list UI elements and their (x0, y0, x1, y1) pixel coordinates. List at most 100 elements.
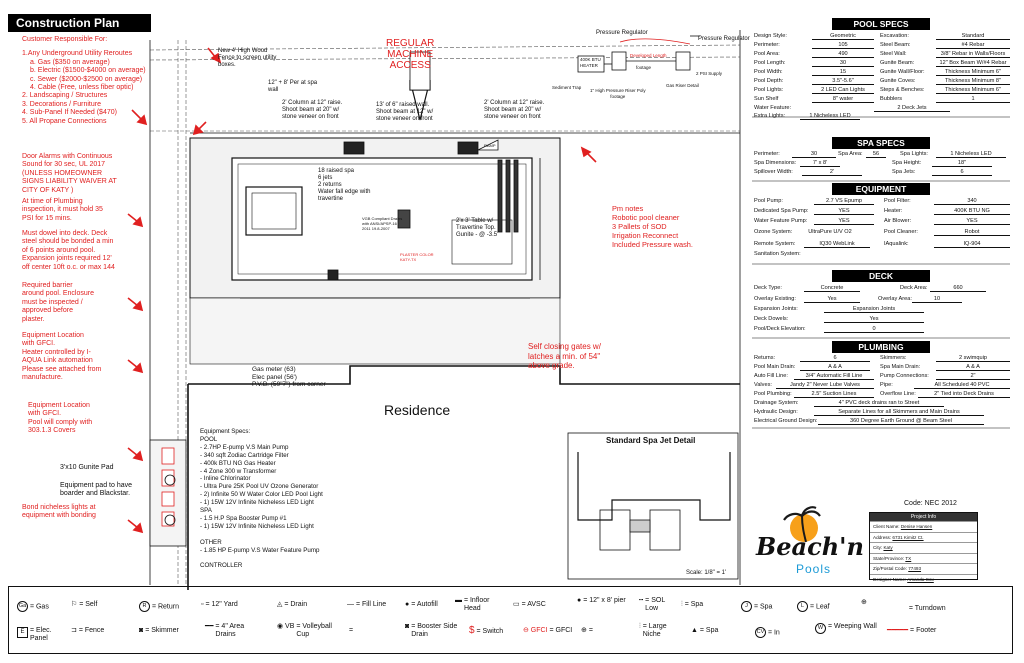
legend-label: = Footer (910, 627, 937, 634)
spec-label: Pool Lights: (754, 87, 784, 93)
note-line: Robotic pool cleaner (612, 213, 680, 222)
project-info-row: Designer Name: Amanda Cox (870, 573, 977, 585)
spec-label: Excavation: (880, 33, 909, 39)
spec-label: Overflow Line: (880, 391, 916, 397)
note-line: equipment with bonding (22, 512, 96, 520)
note-line: of 6 points around pool. (22, 246, 96, 254)
turndown-icon: ⊕ (861, 599, 867, 606)
spa-jet-icon: ⫶ (681, 601, 683, 608)
spec-value: 8" water (812, 96, 874, 103)
spec-value: Thickness Minimum 6" (936, 87, 1010, 94)
spec-value: YES (934, 218, 1010, 225)
legend-label: = Fence (78, 627, 105, 634)
spec-value: Yes (824, 316, 924, 323)
note-line: Shoot beam at 20" w/ (282, 107, 340, 113)
spec-label: Steel Wall: (880, 51, 907, 57)
legend-phi: ⊕ = (581, 627, 593, 635)
note-line: 400K BTU (580, 57, 601, 62)
footer-icon: ━━━━━ (887, 627, 909, 634)
spec-value: All Scheduled 40 PVC (914, 382, 1010, 389)
legend-label: = Infloor Head (463, 597, 490, 612)
palm-tree-icon (783, 506, 821, 543)
sol-icon: ┅ (639, 597, 644, 604)
equipment-location-note-2: Equipment Location with GFCI. Pool will … (28, 402, 138, 436)
psi-supply-label: 2 PSI Supply (696, 71, 723, 76)
legend-drain: ◬ = Drain (277, 601, 307, 609)
note-line: (UNLESS HOMEOWNER (22, 169, 103, 177)
note-line: Included Pressure wash. (612, 240, 693, 249)
legend-label: = Spa (684, 601, 704, 608)
note-line: Required barrier (22, 282, 73, 289)
spec-value: A & A (936, 364, 1010, 371)
spec-value: Thickness Minimum 8" (936, 78, 1010, 85)
spec-value: 1 Nicheless LED (800, 113, 860, 120)
spec-label: Pool Plumbing: (754, 391, 792, 397)
flag-icon: ⚐ (71, 601, 78, 608)
spec-value: 1 Nicheless LED (936, 151, 1006, 158)
pressure-regulator-label-1: Pressure Regulator (596, 30, 648, 36)
list-item: - 1) 15W 12V Infinite Nicheless LED Ligh… (200, 499, 314, 507)
legend-switch: $ = Switch (469, 626, 503, 636)
note-line: 18 raised spa (318, 168, 355, 174)
bond-note: Bond nicheless lights at equipment with … (22, 504, 142, 521)
spec-value: 12" Box Beam W/#4 Rebar (936, 60, 1010, 67)
heater-box-label: 400K BTU HEATER (580, 57, 601, 68)
spa-triangle-icon: ▲ (691, 627, 698, 634)
leaf-icon: L (797, 601, 808, 612)
symbol-legend: Ga = Gas ⚐ = Self R = Return ▫ = 12" Yar… (8, 586, 1013, 654)
note-line: boarder and Blackstar. (60, 490, 131, 498)
spec-value: UltraPure U/V O2 (808, 229, 852, 235)
equipment-table: Pool Pump:2.7 VS Epump Dedicated Spa Pum… (754, 198, 1010, 262)
note-line: Door Alarms with Continuous (22, 153, 113, 160)
spec-label: Pool/Deck Elevation: (754, 326, 806, 332)
legend-label: = Leaf (809, 603, 830, 611)
legend-return: R = Return (139, 601, 179, 612)
legend-sol: ┅ = SOL Low (639, 597, 673, 613)
spec-label: Sun Shelf (754, 96, 779, 102)
info-value: 77493 (908, 566, 922, 571)
spec-label: Expansion Joints: (754, 306, 798, 312)
logo-text-pools: Pools (796, 562, 832, 576)
note-line: Self closing gates w/ (528, 342, 601, 351)
spec-label: Remote System: (754, 241, 796, 247)
legend-pier: ● = 12" x 8' pier (577, 597, 629, 605)
spec-value: Geometric (812, 33, 874, 40)
note-line: Gunite - @ -3.5' (456, 232, 499, 238)
spa-jet-detail-title: Standard Spa Jet Detail (606, 436, 696, 445)
note-line: KATY-TX (400, 257, 417, 262)
plaster-color: PLASTER COLOR KATY-TX (400, 252, 434, 262)
spa-j-icon: J (741, 601, 752, 612)
legend-elec-panel: E = Elec. Panel (17, 627, 64, 643)
legend-label: = Spa (699, 627, 719, 634)
spec-value: 1 (936, 96, 1010, 103)
list-item: - 1) 15W 12V Infinite Nicheless LED Ligh… (200, 522, 314, 530)
list-item: 2. Landscaping / Structures (22, 92, 108, 100)
spec-value: IQ30 WebLink (804, 241, 870, 248)
spec-label: Water Feature Pump: (754, 218, 808, 224)
project-info-row: State/Province: TX (870, 552, 977, 564)
list-item (200, 554, 323, 562)
spa-specs-heading: SPA SPECS (832, 137, 930, 149)
note-line: At time of Plumbing (22, 198, 83, 205)
spec-label: Pool Pump: (754, 198, 783, 204)
info-value: 6731 Kimitz Ct. (892, 534, 924, 540)
spec-label: Hydraulic Design: (754, 409, 798, 415)
regular-machine-access: REGULAR MACHINE ACCESS (386, 38, 434, 71)
spec-label: Ozone System: (754, 229, 793, 235)
spec-value: 660 (930, 285, 986, 292)
spec-value: 10 (912, 296, 962, 303)
list-item: - 340 sqft Zodiac Cartridge Filter (200, 451, 289, 459)
utility-labels: Gas meter (63) Elec panel (56') P.V.B. (… (252, 366, 326, 389)
niche-icon: ⫶ (639, 623, 641, 630)
spec-label: Skimmers: (880, 355, 907, 361)
list-item: b. Electric ($1500-$4000 on average) (30, 67, 146, 75)
spec-value: 2 Deck Jets (874, 105, 950, 112)
spec-value: 2 swimquip (936, 355, 1010, 362)
spec-value: Thickness Minimum 6" (936, 69, 1010, 76)
list-item: - 2.7HP E-pump V.S Main Pump (200, 443, 289, 451)
spec-value: 6 (932, 169, 992, 176)
legend-booster: ◙ = Booster Side Drain (405, 623, 459, 639)
legend-label: = Autofill (411, 601, 438, 608)
legend-label: = Self (79, 601, 98, 608)
note-line: Equipment Location (22, 332, 84, 339)
